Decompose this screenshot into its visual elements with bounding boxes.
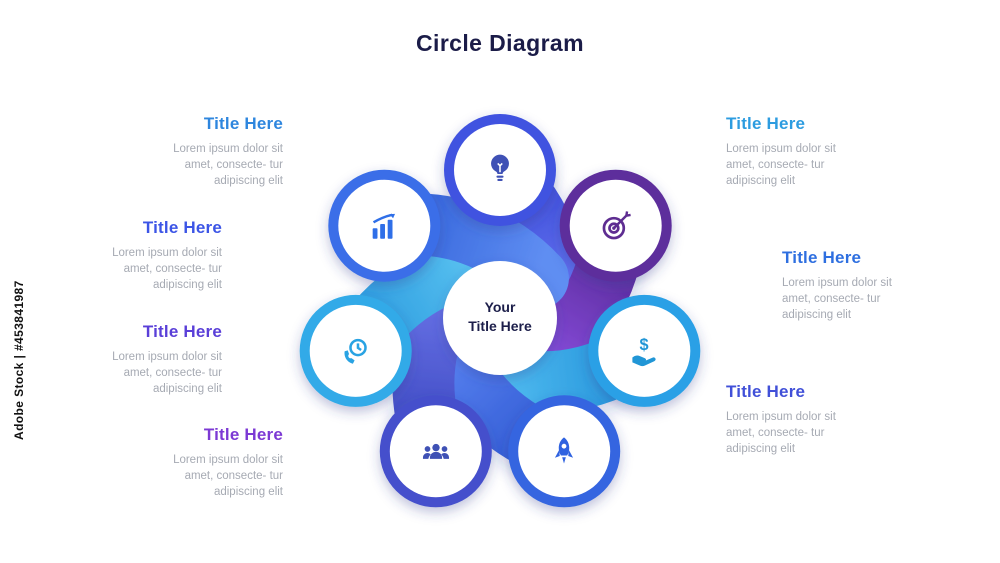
block-title: Title Here bbox=[726, 382, 806, 401]
block-description: Lorem ipsum dolor sit amet, consecte- tu… bbox=[173, 454, 283, 499]
dollar-hand-icon: $ bbox=[627, 334, 661, 368]
block-description: Lorem ipsum dolor sit amet, consecte- tu… bbox=[112, 247, 222, 292]
diagram-graphic bbox=[299, 114, 701, 508]
text-block: Title Here Lorem ipsum dolor sit amet, c… bbox=[726, 114, 896, 189]
phone-clock-icon bbox=[339, 334, 373, 368]
text-block: Title Here Lorem ipsum dolor sit amet, c… bbox=[782, 248, 952, 323]
text-block: Title Here Lorem ipsum dolor sit amet, c… bbox=[52, 218, 222, 293]
block-title: Title Here bbox=[142, 218, 222, 237]
swirl-petals bbox=[324, 139, 676, 483]
bar-chart-icon bbox=[367, 209, 401, 243]
block-title: Title Here bbox=[726, 114, 806, 133]
block-description: Lorem ipsum dolor sit amet, consecte- tu… bbox=[112, 351, 222, 396]
block-title: Title Here bbox=[782, 248, 862, 267]
center-title: Your Title Here bbox=[435, 298, 565, 336]
text-block: Title Here Lorem ipsum dolor sit amet, c… bbox=[52, 322, 222, 397]
rocket-icon bbox=[547, 434, 581, 468]
lightbulb-icon bbox=[483, 151, 517, 185]
text-block: Title Here Lorem ipsum dolor sit amet, c… bbox=[726, 382, 896, 457]
stock-watermark: Adobe Stock | #453841987 bbox=[12, 280, 26, 440]
page-title: Circle Diagram bbox=[416, 30, 584, 56]
target-arrow-icon bbox=[599, 209, 633, 243]
block-title: Title Here bbox=[203, 425, 283, 444]
center-title-line1: Your bbox=[484, 299, 516, 315]
block-title: Title Here bbox=[203, 114, 283, 133]
block-description: Lorem ipsum dolor sit amet, consecte- tu… bbox=[173, 143, 283, 188]
text-block: Title Here Lorem ipsum dolor sit amet, c… bbox=[113, 114, 283, 189]
center-title-line2: Title Here bbox=[468, 317, 532, 334]
text-block: Title Here Lorem ipsum dolor sit amet, c… bbox=[113, 425, 283, 500]
center-circle bbox=[443, 261, 557, 375]
circle-diagram: $ bbox=[280, 98, 720, 538]
block-description: Lorem ipsum dolor sit amet, consecte- tu… bbox=[726, 143, 836, 188]
svg-text:$: $ bbox=[639, 336, 648, 354]
people-icon bbox=[419, 434, 453, 468]
block-description: Lorem ipsum dolor sit amet, consecte- tu… bbox=[782, 277, 892, 322]
block-title: Title Here bbox=[142, 322, 222, 341]
block-description: Lorem ipsum dolor sit amet, consecte- tu… bbox=[726, 411, 836, 456]
